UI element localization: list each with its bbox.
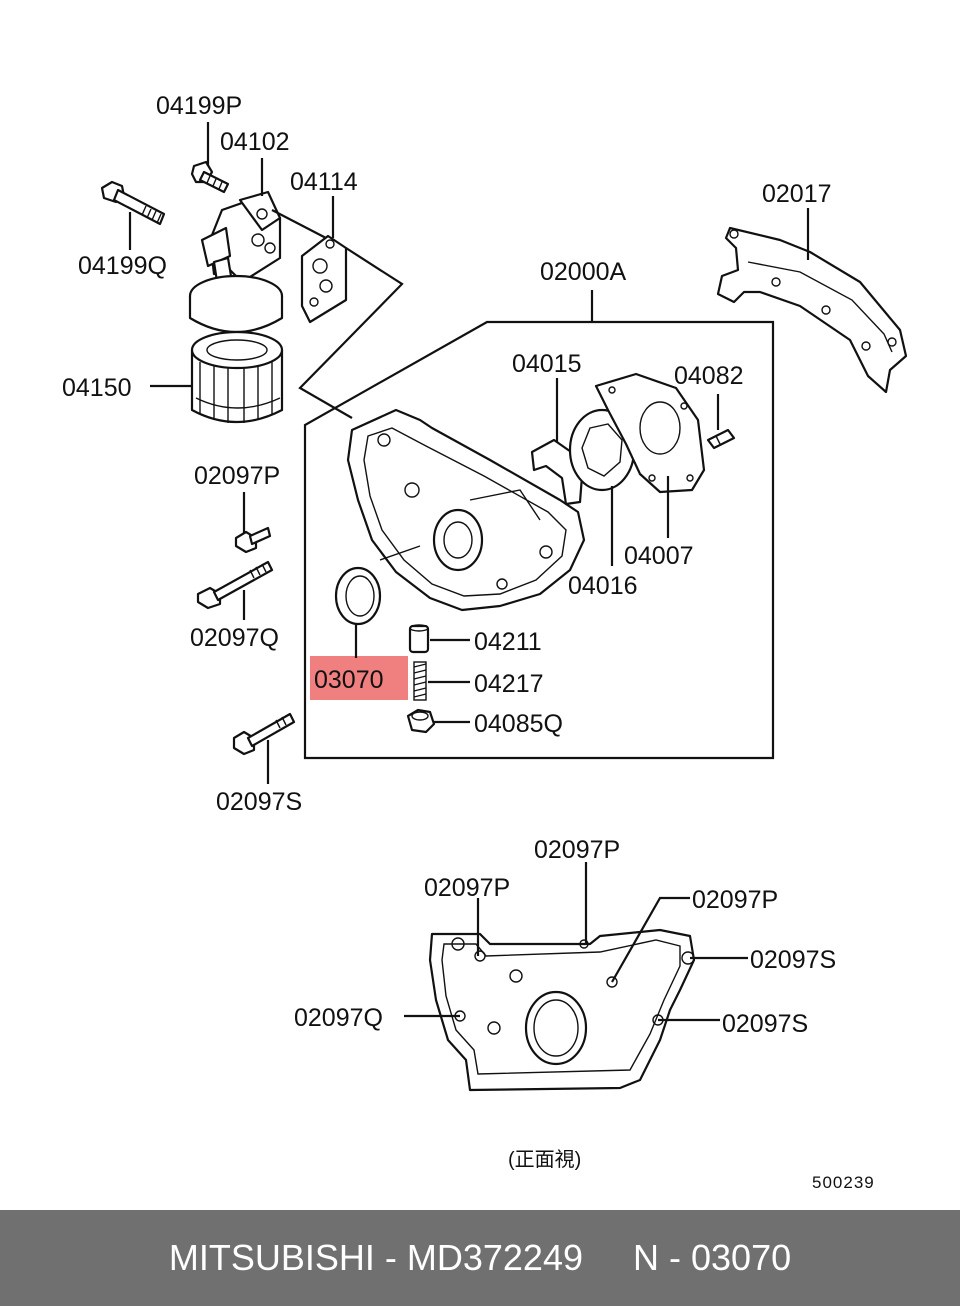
label-04114: 04114 bbox=[290, 168, 358, 196]
label-04082: 04082 bbox=[674, 362, 744, 390]
label-02097S-left: 02097S bbox=[216, 788, 302, 816]
label-04085Q: 04085Q bbox=[474, 710, 563, 738]
label-02097S-right-top: 02097S bbox=[750, 946, 836, 974]
front-view-drawing bbox=[428, 928, 696, 1092]
label-04211: 04211 bbox=[474, 628, 542, 656]
label-02000A: 02000A bbox=[540, 258, 627, 286]
screw-04082 bbox=[706, 428, 736, 450]
pump-cover-04007 bbox=[594, 372, 706, 494]
label-03070: 03070 bbox=[314, 666, 384, 694]
label-02097P-top: 02097P bbox=[534, 836, 620, 864]
plug-04085Q bbox=[406, 708, 436, 734]
label-04007: 04007 bbox=[624, 542, 694, 570]
label-02097P-left: 02097P bbox=[194, 462, 280, 490]
label-04199P: 04199P bbox=[156, 92, 242, 120]
footer-spacer bbox=[583, 1237, 633, 1279]
label-04150: 04150 bbox=[62, 374, 132, 402]
diagram-number: 500239 bbox=[812, 1173, 875, 1192]
label-04016: 04016 bbox=[568, 572, 638, 600]
oil-pump-case bbox=[346, 408, 586, 612]
oil-filter-bracket bbox=[200, 190, 282, 290]
highlight-03070 bbox=[310, 656, 408, 700]
footer-brand-part: MITSUBISHI - MD372249 bbox=[168, 1237, 583, 1278]
bracket-02017 bbox=[716, 226, 908, 394]
oil-filter-04150 bbox=[188, 274, 284, 424]
plunger-04211 bbox=[408, 624, 430, 654]
label-02097Q-left: 02097Q bbox=[190, 624, 279, 652]
gasket-04114 bbox=[300, 234, 348, 324]
label-02017: 02017 bbox=[762, 180, 832, 208]
parts-diagram: 04199P 04102 04114 04199Q 04150 02017 02… bbox=[62, 92, 908, 1192]
label-04217: 04217 bbox=[474, 670, 544, 698]
oil-seal-03070 bbox=[334, 566, 382, 626]
footer-ref: N - 03070 bbox=[633, 1237, 792, 1278]
label-04102: 04102 bbox=[220, 128, 290, 156]
label-04199Q: 04199Q bbox=[78, 252, 167, 280]
label-02097P-right: 02097P bbox=[692, 886, 778, 914]
bolt-02097Q-left bbox=[196, 560, 274, 610]
label-02097S-right-bottom: 02097S bbox=[722, 1010, 808, 1038]
label-04015: 04015 bbox=[512, 350, 582, 378]
bolt-02097S-left bbox=[232, 712, 296, 756]
view-caption: (正面視) bbox=[508, 1148, 581, 1171]
spring-04217 bbox=[413, 661, 427, 701]
bolt-02097P-left bbox=[234, 526, 272, 554]
footer-bar: MITSUBISHI - MD372249 N - 03070 bbox=[0, 1210, 960, 1306]
bolt-04199P bbox=[190, 160, 230, 194]
label-02097P-mid: 02097P bbox=[424, 874, 510, 902]
bolt-04199Q bbox=[100, 180, 166, 226]
label-02097Q-bottom: 02097Q bbox=[294, 1004, 383, 1032]
